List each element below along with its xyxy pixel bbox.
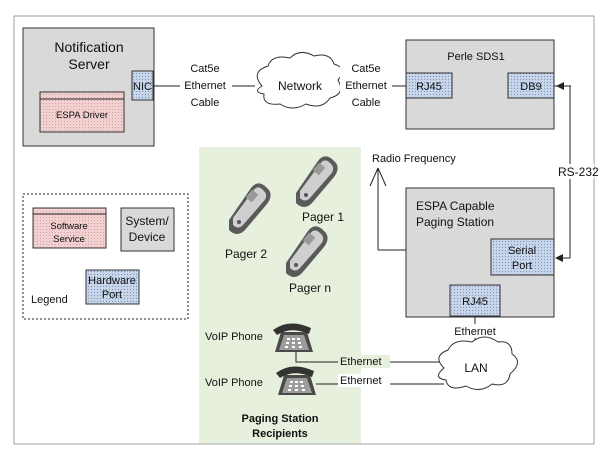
perle-sds1: Perle SDS1 RJ45 DB9: [405, 39, 555, 130]
svg-text:Ethernet: Ethernet: [184, 80, 226, 92]
legend-hardware-box: [85, 269, 140, 305]
legend-system-line2: Device: [129, 230, 166, 244]
voip-phone-2-label: VoIP Phone: [205, 377, 263, 389]
server-title-line1: Notification: [54, 39, 123, 55]
radio-frequency-label: Radio Frequency: [372, 153, 456, 165]
notification-server: Notification Server ESPA Driver NIC: [22, 27, 155, 147]
voip-phone-1-label: VoIP Phone: [205, 331, 263, 343]
ethernet-label-top: Ethernet: [454, 326, 496, 338]
lan-cloud: LAN: [438, 336, 518, 390]
svg-text:Cable: Cable: [191, 97, 220, 109]
serial-port-label-line2: Port: [512, 260, 532, 272]
phone-1-ethernet-line: [295, 352, 440, 363]
legend: Software Service System/ Device Hardware…: [22, 193, 189, 320]
server-title-line2: Server: [68, 56, 110, 72]
recipients-region: [199, 147, 361, 443]
paging-station-title-line1: ESPA Capable: [416, 199, 495, 213]
ethernet-label-phone-2: Ethernet: [340, 375, 382, 387]
antenna-icon: [369, 167, 387, 250]
network-cloud: Network: [256, 52, 343, 109]
espa-paging-station: ESPA Capable Paging Station Serial Port …: [405, 187, 555, 318]
legend-software-line2: Service: [53, 234, 85, 245]
perle-db9-port: [507, 72, 555, 99]
legend-hardware-line1: Hardware: [88, 275, 136, 287]
paging-rj45-port: [449, 284, 501, 317]
pager-n-label: Pager n: [289, 281, 331, 295]
recipients-label-line1: Paging Station: [242, 413, 319, 425]
svg-text:LAN: LAN: [464, 361, 487, 375]
recipients-label-line2: Recipients: [252, 428, 308, 440]
legend-hardware-line2: Port: [102, 289, 122, 301]
paging-rj45-label: RJ45: [462, 296, 488, 308]
rs232-label: RS-232: [558, 165, 599, 179]
cable-left-label: Cat5e Ethernet Cable: [180, 60, 232, 109]
legend-software-box: [32, 207, 107, 249]
perle-rj45-label: RJ45: [416, 81, 442, 93]
espa-driver-label: ESPA Driver: [56, 110, 108, 121]
serial-port: [490, 238, 555, 276]
svg-text:Cat5e: Cat5e: [190, 63, 219, 75]
svg-text:Ethernet: Ethernet: [345, 80, 387, 92]
perle-title: Perle SDS1: [447, 51, 504, 63]
legend-software-line1: Software: [50, 221, 88, 232]
cable-right-label: Cat5e Ethernet Cable: [340, 60, 392, 109]
svg-text:Cable: Cable: [352, 97, 381, 109]
legend-title: Legend: [31, 294, 68, 306]
ethernet-label-phone-1: Ethernet: [340, 356, 382, 368]
legend-system-line1: System/: [125, 214, 169, 228]
nic-label: NIC: [133, 81, 152, 93]
paging-station-title-line2: Paging Station: [416, 215, 494, 229]
pager-1-label: Pager 1: [302, 210, 344, 224]
perle-db9-label: DB9: [520, 81, 541, 93]
perle-rj45-port: [405, 72, 453, 99]
serial-port-label-line1: Serial: [508, 245, 536, 257]
svg-text:Cat5e: Cat5e: [351, 63, 380, 75]
legend-system-box: [120, 207, 175, 252]
svg-text:Network: Network: [278, 79, 323, 93]
pager-2-label: Pager 2: [225, 247, 267, 261]
